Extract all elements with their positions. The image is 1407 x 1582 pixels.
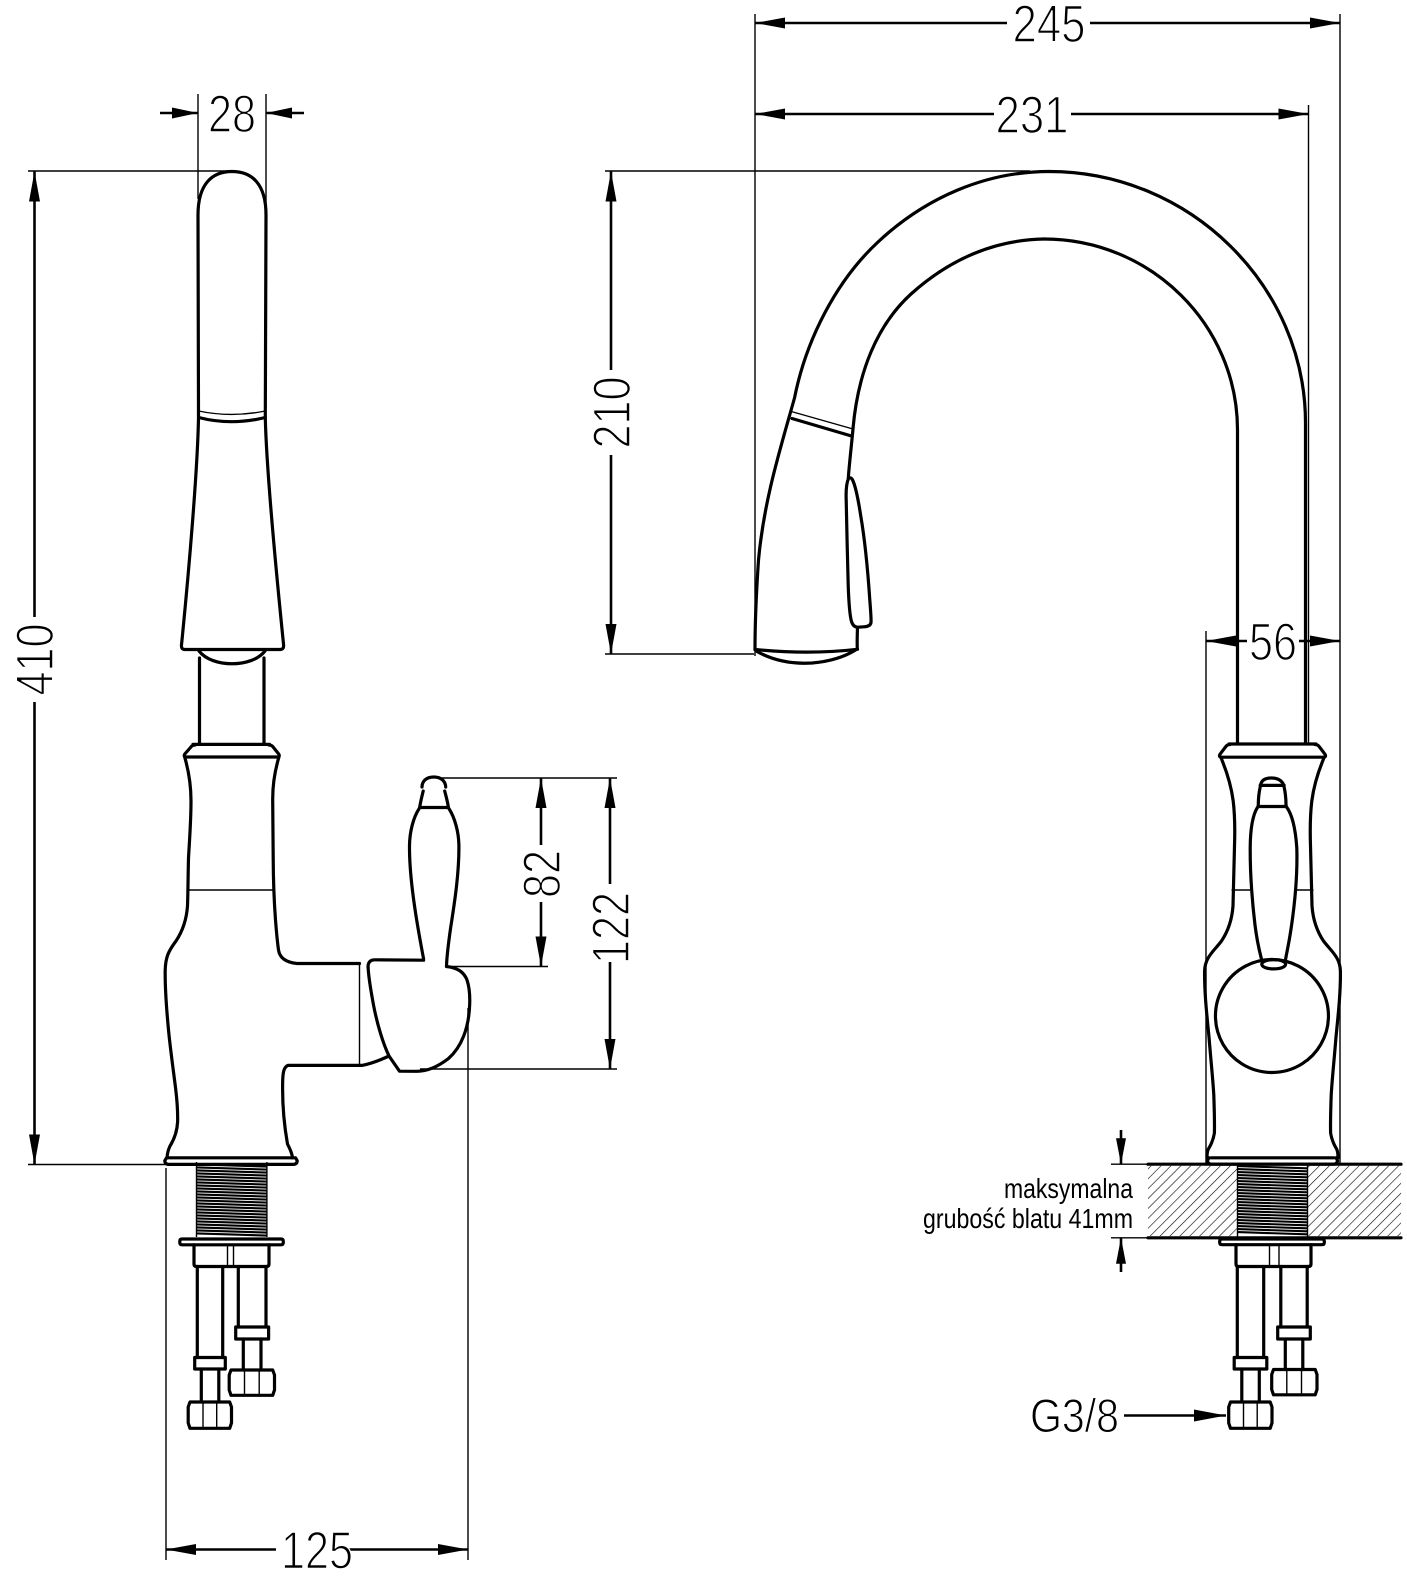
svg-text:410: 410 [6, 624, 65, 696]
svg-text:125: 125 [281, 1522, 353, 1578]
svg-text:210: 210 [583, 377, 642, 449]
svg-text:G3/8: G3/8 [1030, 1389, 1119, 1442]
svg-text:122: 122 [582, 892, 641, 964]
svg-text:maksymalna: maksymalna [1004, 1173, 1133, 1204]
svg-text:56: 56 [1249, 613, 1297, 672]
svg-text:245: 245 [1013, 0, 1086, 54]
svg-text:82: 82 [513, 850, 572, 898]
svg-text:231: 231 [996, 86, 1069, 145]
svg-text:grubość blatu 41mm: grubość blatu 41mm [923, 1203, 1133, 1234]
svg-text:28: 28 [208, 85, 256, 144]
